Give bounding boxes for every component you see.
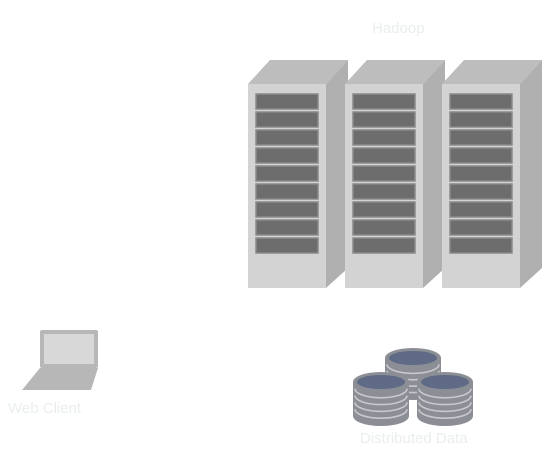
laptop-keyboard-base bbox=[22, 368, 98, 390]
cylinder-ring bbox=[354, 388, 408, 399]
drive-bay bbox=[449, 165, 513, 182]
drive-bay bbox=[449, 237, 513, 254]
client-label: Web Client bbox=[8, 400, 82, 417]
cylinder-ring bbox=[386, 364, 440, 375]
laptop-screen bbox=[44, 334, 94, 364]
cylinder-ring bbox=[418, 395, 472, 406]
cylinder-top bbox=[389, 351, 437, 365]
rack-side-face bbox=[520, 60, 542, 288]
drive-bay bbox=[449, 183, 513, 200]
laptop-icon bbox=[22, 330, 98, 390]
drive-bay bbox=[449, 111, 513, 128]
drive-bay bbox=[449, 147, 513, 164]
drive-bay bbox=[255, 93, 319, 110]
drive-bay bbox=[255, 183, 319, 200]
storage-label: Distributed Data bbox=[360, 430, 468, 447]
server-rack-icon bbox=[345, 60, 445, 288]
drive-bay bbox=[449, 93, 513, 110]
drive-bay bbox=[255, 219, 319, 236]
cluster-label: Hadoop bbox=[372, 20, 425, 37]
cylinder-ring bbox=[354, 402, 408, 413]
cylinder-ring bbox=[354, 409, 408, 419]
drive-bay bbox=[255, 165, 319, 182]
drive-bay bbox=[255, 111, 319, 128]
server-rack-icon bbox=[248, 60, 348, 288]
rack-side-face bbox=[326, 60, 348, 288]
rack-top-face bbox=[248, 60, 348, 84]
rack-top-face bbox=[345, 60, 445, 84]
rack-top-face bbox=[442, 60, 542, 84]
cylinder-top bbox=[357, 375, 405, 389]
rack-side-face bbox=[423, 60, 445, 288]
drive-bay bbox=[352, 219, 416, 236]
drive-bay bbox=[352, 129, 416, 146]
drive-bay bbox=[352, 93, 416, 110]
drive-bay bbox=[352, 183, 416, 200]
drive-bay bbox=[352, 237, 416, 254]
drive-bay bbox=[255, 201, 319, 218]
drive-bay bbox=[352, 147, 416, 164]
drive-bay bbox=[449, 129, 513, 146]
cylinder-ring bbox=[418, 402, 472, 413]
database-stack-icon bbox=[353, 348, 473, 426]
drive-bay bbox=[449, 219, 513, 236]
drive-bay bbox=[352, 165, 416, 182]
database-cylinder bbox=[353, 372, 409, 426]
database-cylinder bbox=[417, 372, 473, 426]
server-cluster bbox=[248, 60, 542, 288]
server-rack-icon bbox=[442, 60, 542, 288]
drive-bay bbox=[255, 147, 319, 164]
cylinder-ring bbox=[418, 388, 472, 399]
drive-bay bbox=[449, 201, 513, 218]
cylinder-top bbox=[421, 375, 469, 389]
drive-bay bbox=[255, 129, 319, 146]
drive-bay bbox=[352, 201, 416, 218]
cylinder-ring bbox=[354, 395, 408, 406]
cylinder-ring bbox=[418, 409, 472, 419]
drive-bay bbox=[352, 111, 416, 128]
drive-bay bbox=[255, 237, 319, 254]
